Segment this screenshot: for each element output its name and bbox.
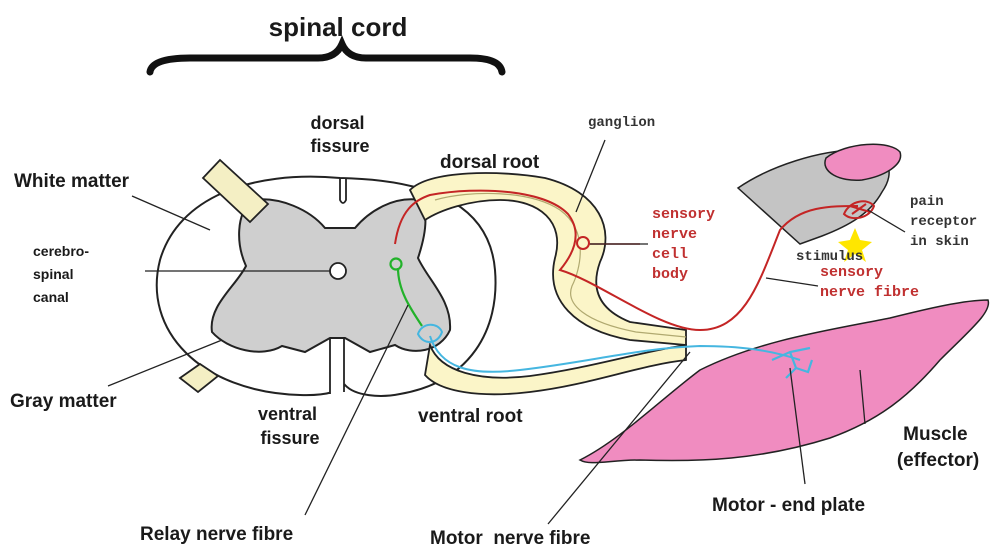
label-sensory-nerve-fibre: sensory nerve fibre [820, 264, 919, 301]
diagram-title: spinal cord [269, 12, 408, 42]
label-cerebrospinal-canal: cerebro- spinal canal [33, 243, 93, 305]
label-stimulus: stimulus [796, 249, 863, 265]
label-ganglion: ganglion [588, 115, 655, 131]
ventral-fissure [330, 331, 344, 395]
dorsal-fissure [340, 179, 346, 203]
label-white-matter: White matter [14, 171, 130, 192]
label-motor-end-plate: Motor - end plate [712, 495, 865, 516]
spinal-cord-brace [150, 44, 502, 72]
label-pain-receptor: pain receptor in skin [910, 194, 986, 250]
label-motor-nerve-fibre: Motor nerve fibre [430, 528, 590, 549]
label-ventral-fissure: ventral fissure [258, 404, 322, 448]
label-dorsal-root: dorsal root [440, 152, 540, 173]
label-sensory-nerve-cell-body: sensory nerve cell body [652, 206, 724, 283]
label-muscle: Muscle (effector) [897, 424, 979, 471]
cerebrospinal-canal [330, 263, 346, 279]
label-dorsal-fissure: dorsal fissure [310, 113, 369, 156]
ganglion [577, 237, 589, 249]
label-relay-nerve-fibre: Relay nerve fibre [140, 524, 293, 545]
label-gray-matter: Gray matter [10, 391, 117, 412]
label-ventral-root: ventral root [418, 406, 523, 427]
